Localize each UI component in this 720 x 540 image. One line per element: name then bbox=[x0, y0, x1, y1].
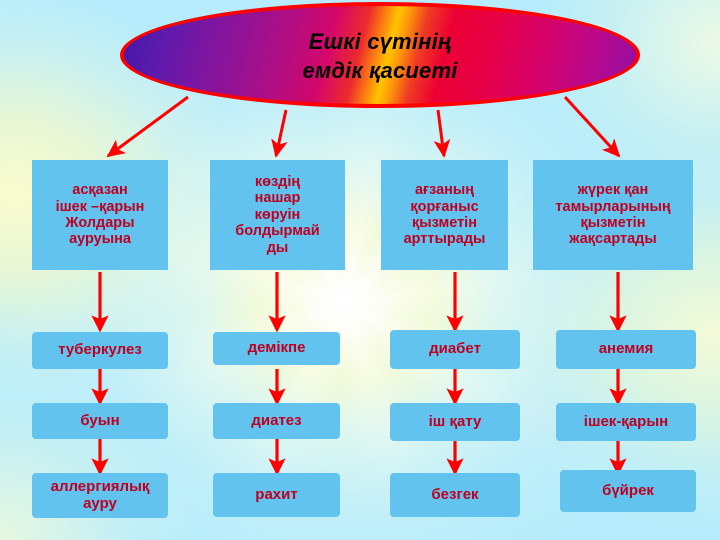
text-line: көруін bbox=[254, 206, 301, 223]
text-line: ды bbox=[266, 239, 289, 256]
text-line: анемия bbox=[598, 340, 654, 358]
disease-box-kidney[interactable]: бүйрек bbox=[560, 470, 696, 512]
text-line: қызметін bbox=[580, 215, 646, 231]
disease-box-intestine-stomach-label: ішек-қарын bbox=[560, 412, 692, 431]
text-line: демікпе bbox=[247, 339, 306, 357]
disease-box-anemia-label: анемия bbox=[560, 340, 692, 358]
text-line: жүрек қан bbox=[577, 182, 649, 199]
disease-box-asthma-label: демікпе bbox=[217, 339, 336, 357]
text-line: қорғаныс bbox=[410, 198, 479, 215]
disease-box-joint[interactable]: буын bbox=[32, 403, 168, 439]
disease-box-diabetes-label: диабет bbox=[394, 340, 516, 358]
text-line: безгек bbox=[431, 485, 479, 503]
disease-box-joint-label: буын bbox=[36, 411, 164, 430]
disease-box-diabetes[interactable]: диабет bbox=[390, 330, 520, 369]
disease-box-tuberculosis-label: туберкулез bbox=[36, 341, 164, 359]
disease-box-anemia[interactable]: анемия bbox=[556, 330, 696, 369]
arrow-ellipse-to-benefit-3 bbox=[433, 109, 451, 158]
title-line-1: Ешкі сүтінің bbox=[308, 29, 452, 55]
arrow-ellipse-to-benefit-2 bbox=[271, 109, 288, 158]
text-line: ауруына bbox=[69, 231, 131, 248]
page-title: Ешкі сүтінің емдік қасиеті bbox=[120, 2, 640, 108]
text-line: көздің bbox=[254, 174, 301, 191]
disease-box-malaria-label: безгек bbox=[394, 485, 516, 504]
disease-box-kidney-label: бүйрек bbox=[564, 481, 692, 500]
disease-box-malaria[interactable]: безгек bbox=[390, 473, 520, 517]
disease-box-tuberculosis[interactable]: туберкулез bbox=[32, 332, 168, 369]
text-line: ішек-қарын bbox=[583, 412, 669, 430]
title-ellipse: Ешкі сүтінің емдік қасиеті bbox=[120, 2, 640, 108]
text-line: буын bbox=[80, 411, 120, 429]
text-line: іш қату bbox=[428, 412, 482, 430]
text-line: аллергиялық bbox=[50, 477, 150, 495]
text-line: Жолдары bbox=[65, 215, 135, 231]
text-line: диабет bbox=[429, 340, 481, 358]
title-ellipse-shape bbox=[120, 2, 640, 108]
text-line: асқазан bbox=[72, 182, 128, 199]
disease-box-asthma[interactable]: демікпе bbox=[213, 332, 340, 365]
text-line: нашар bbox=[254, 190, 301, 207]
disease-box-intestine-stomach[interactable]: ішек-қарын bbox=[556, 403, 696, 441]
disease-box-diathesis-label: диатез bbox=[217, 411, 336, 430]
disease-box-rickets[interactable]: рахит bbox=[213, 473, 340, 517]
text-line: бүйрек bbox=[602, 481, 654, 499]
text-line: рахит bbox=[255, 485, 298, 503]
text-line: жақсартады bbox=[569, 231, 657, 248]
text-line: туберкулез bbox=[58, 341, 142, 359]
disease-box-rickets-label: рахит bbox=[217, 485, 336, 504]
disease-box-constipation[interactable]: іш қату bbox=[390, 403, 520, 441]
text-line: ауру bbox=[83, 494, 117, 512]
title-line-2: емдік қасиеті bbox=[302, 58, 458, 83]
text-line: арттырады bbox=[403, 231, 486, 248]
text-line: болдырмай bbox=[235, 223, 320, 240]
text-line: ағзаның bbox=[414, 182, 475, 199]
text-line: тамырларының bbox=[555, 198, 671, 215]
text-line: диатез bbox=[251, 411, 302, 429]
text-line: ішек –қарын bbox=[55, 198, 145, 215]
disease-box-constipation-label: іш қату bbox=[394, 412, 516, 431]
text-line: қызметін bbox=[412, 215, 477, 231]
disease-box-diathesis[interactable]: диатез bbox=[213, 403, 340, 439]
